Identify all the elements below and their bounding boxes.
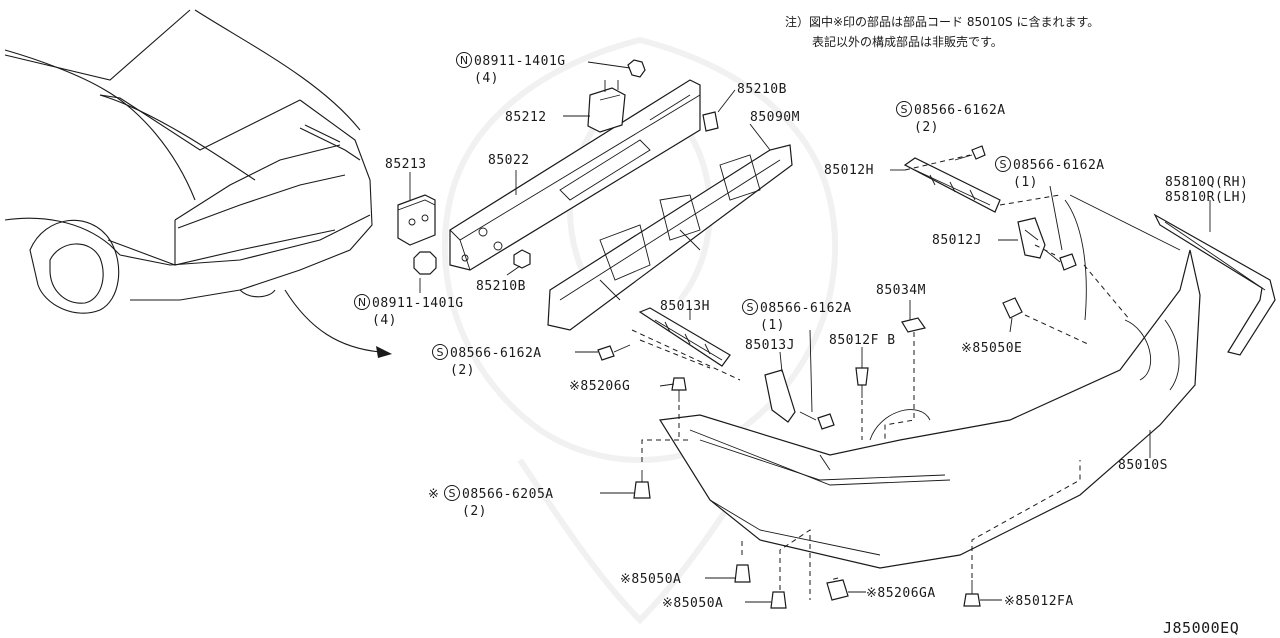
note-line-1: 注）図中※印の部品は部品コード 85010S に含まれます。 [785, 14, 1099, 29]
label-85810Q: 85810Q(RH) [1165, 175, 1248, 190]
label-08566-6162A-left: 08566-6162A [450, 346, 542, 361]
pad-85034M [901, 317, 926, 333]
leader-lines [409, 61, 1211, 603]
clip-85012FB [855, 367, 869, 398]
s-symbol-6205A [444, 485, 460, 501]
bracket-85012H [903, 154, 1001, 213]
bumper-fascia-85010S [658, 194, 1201, 569]
note-line-2: 表記以外の構成部品は非販売です。 [812, 34, 1003, 49]
s-symbol-6205A-text: S [449, 487, 456, 500]
energy-absorber-85090M [547, 144, 793, 331]
s-symbol-left-text: S [437, 346, 444, 359]
label-08911-1401G-bottom: 08911-1401G [372, 296, 464, 311]
label-08911-1401G-bottom-qty: (4) [372, 313, 397, 328]
label-85210B-top: 85210B [737, 82, 787, 97]
bracket-85213 [397, 194, 436, 246]
label-85012H: 85012H [824, 163, 874, 178]
clip-85210B-top [702, 111, 719, 132]
label-85012J: 85012J [932, 233, 982, 248]
diagram-code: J85000EQ [1163, 619, 1239, 637]
screw-left-85013H [597, 344, 631, 361]
car-rear-view [4, 9, 392, 358]
label-85206G: ※85206G [569, 379, 630, 394]
label-85012FB: 85012F B [829, 333, 896, 348]
s-symbol-mid [742, 299, 758, 315]
bracket-85013J [764, 369, 796, 423]
label-08566-6162A-mid-qty: (1) [760, 318, 785, 333]
clip-85206GA [826, 579, 849, 601]
label-85212: 85212 [505, 110, 547, 125]
bracket-85212 [587, 80, 626, 133]
s-symbol-right [995, 156, 1011, 172]
nut-bottom [413, 251, 437, 275]
label-08566-6162A-left-qty: (2) [450, 363, 475, 378]
screw-85012H [954, 145, 986, 161]
label-08566-6162A-right-qty: (1) [1013, 175, 1038, 190]
label-85013J: 85013J [745, 338, 795, 353]
nut-top [627, 59, 646, 78]
label-85050A-1: ※85050A [620, 572, 681, 587]
label-85034M: 85034M [876, 283, 926, 298]
label-85010S: 85010S [1118, 458, 1168, 473]
screw-08566-6205A [633, 470, 651, 499]
s-symbol-right-text: S [1000, 158, 1007, 171]
n-symbol-top-text: N [460, 54, 468, 67]
n-symbol-bottom-text: N [358, 296, 366, 309]
label-85050E: ※85050E [961, 341, 1022, 356]
label-08911-1401G-top: 08911-1401G [474, 54, 566, 69]
s-symbol-top-text: S [901, 103, 908, 116]
bracket-85013H [638, 307, 731, 367]
label-08566-6162A-right: 08566-6162A [1013, 158, 1105, 173]
clip-85050A-2 [770, 591, 787, 609]
label-08566-6162A-top-qty: (2) [914, 120, 939, 135]
label-85206GA: ※85206GA [866, 586, 936, 601]
label-85022: 85022 [488, 153, 530, 168]
clip-85210B-bottom [513, 249, 531, 269]
label-08566-6205A-qty: (2) [462, 504, 487, 519]
molding-85810 [1153, 213, 1276, 356]
label-85012FA: ※85012FA [1004, 594, 1074, 609]
bracket-85012J [1017, 217, 1046, 259]
label-08911-1401G-top-qty: (4) [474, 71, 499, 86]
label-08566-6205A: 08566-6205A [462, 487, 554, 502]
assembly-lines [631, 194, 1131, 600]
bumper-reinforcement-85022 [449, 79, 701, 271]
s-symbol-left [432, 344, 448, 360]
clip-85206G [671, 377, 687, 402]
label-85090M: 85090M [750, 110, 800, 125]
s-symbol-mid-text: S [747, 301, 754, 314]
label-85013H: 85013H [660, 299, 710, 314]
screw-85012J [1044, 249, 1077, 271]
screw-85012FA [963, 580, 981, 607]
n-symbol-top [456, 52, 472, 68]
label-85213: 85213 [385, 157, 427, 172]
screw-85013J [799, 411, 835, 430]
label-08566-6162A-mid: 08566-6162A [760, 301, 852, 316]
label-85810R: 85810R(LH) [1165, 190, 1248, 205]
label-85210B-bottom: 85210B [476, 279, 526, 294]
label-85050A-2: ※85050A [662, 596, 723, 611]
clip-85050A-1 [734, 564, 751, 583]
s-symbol-top [896, 101, 912, 117]
clip-85050E [1002, 297, 1023, 319]
star-08566-6205A: ※ [428, 487, 439, 502]
label-08566-6162A-top: 08566-6162A [914, 103, 1006, 118]
n-symbol-bottom [354, 294, 370, 310]
